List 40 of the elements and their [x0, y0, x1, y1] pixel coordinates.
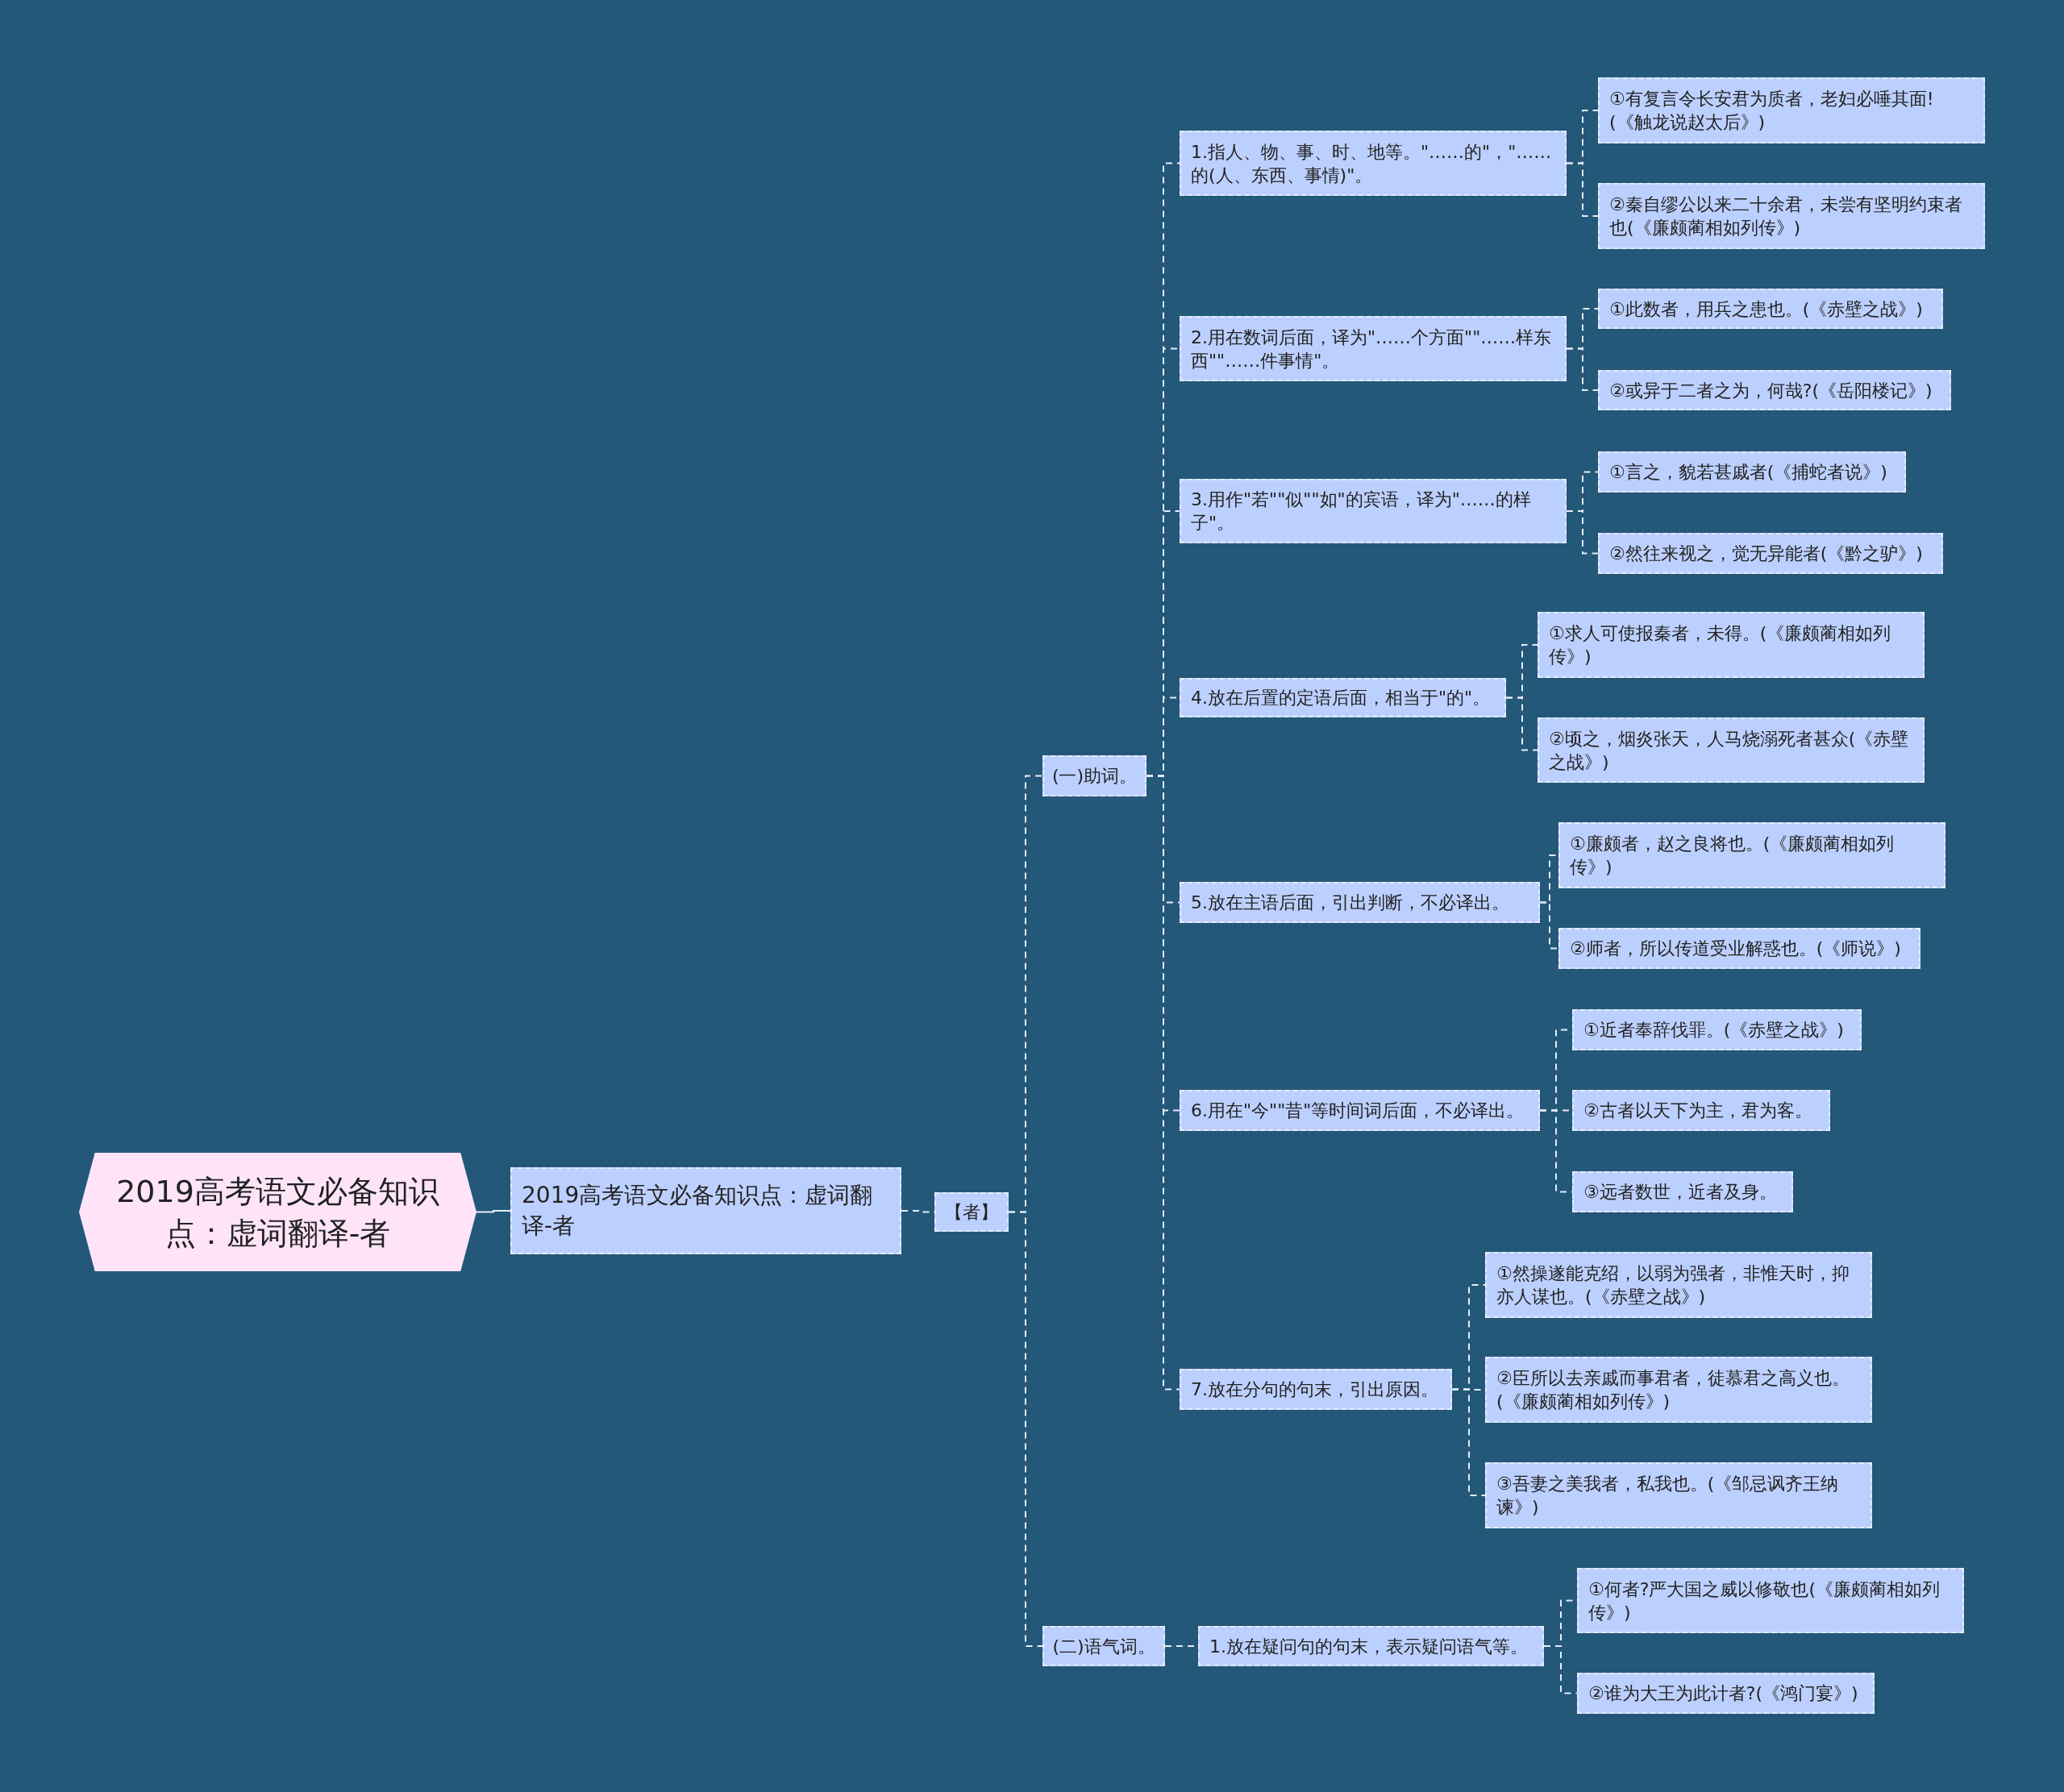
topic-box: 1.放在疑问句的句末，表示疑问语气等。 — [1198, 1626, 1544, 1666]
connector-line — [1566, 162, 1599, 217]
connector-line — [1566, 510, 1599, 555]
topic-box: (二)语气词。 — [1042, 1626, 1165, 1666]
topic-box: ①此数者，用兵之患也。(《赤壁之战》) — [1598, 289, 1943, 329]
topic-box: ①廉颇者，赵之良将也。(《廉颇蔺相如列传》) — [1558, 822, 1945, 888]
topic-box: ①有复言令长安君为质者，老妇必唾其面!(《触龙说赵太后》) — [1598, 77, 1985, 143]
topic-box: ③远者数世，近者及身。 — [1572, 1171, 1793, 1212]
topic-box: ②秦自缪公以来二十余君，未尝有坚明约束者也(《廉颇蔺相如列传》) — [1598, 183, 1985, 249]
topic-box: 5.放在主语后面，引出判断，不必译出。 — [1180, 882, 1540, 923]
connector-line — [1008, 1211, 1043, 1647]
topic-box: ①言之，貌若甚戚者(《捕蛇者说》) — [1598, 451, 1906, 493]
connector-line — [1505, 696, 1538, 751]
connector-line — [1451, 1388, 1486, 1496]
topic-box: 3.用作"若""似""如"的宾语，译为"……的样子"。 — [1180, 479, 1567, 543]
topic-box: ③吾妻之美我者，私我也。(《邹忌讽齐王纳谏》) — [1485, 1462, 1872, 1528]
topic-box: 1.指人、物、事、时、地等。"……的"，"……的(人、东西、事情)"。 — [1180, 131, 1567, 196]
topic-box: 2019高考语文必备知识点：虚词翻译-者 — [510, 1167, 901, 1254]
topic-box: ②谁为大王为此计者?(《鸿门宴》) — [1577, 1673, 1875, 1714]
topic-box: ②然往来视之，觉无异能者(《黔之驴》) — [1598, 533, 1943, 574]
connector-line — [1543, 1645, 1578, 1694]
topic-box: ①然操遂能克绍，以弱为强者，非惟天时，抑亦人谋也。(《赤壁之战》) — [1485, 1252, 1872, 1318]
topic-box: ①求人可使报秦者，未得。(《廉颇蔺相如列传》) — [1538, 612, 1925, 678]
topic-box: 【者】 — [934, 1192, 1009, 1232]
connector-line — [476, 1210, 511, 1213]
connector-line — [1539, 901, 1559, 950]
topic-box: 6.用在"今""昔"等时间词后面，不必译出。 — [1180, 1090, 1540, 1131]
topic-box: (一)助词。 — [1042, 755, 1146, 796]
connector-line — [1566, 347, 1599, 391]
topic-box: ②顷之，烟炎张天，人马烧溺死者甚众(《赤壁之战》) — [1538, 717, 1925, 783]
topic-box: ①何者?严大国之威以修敬也(《廉颇蔺相如列传》) — [1577, 1568, 1964, 1633]
topic-box: ②师者，所以传道受业解惑也。(《师说》) — [1558, 928, 1920, 969]
topic-box: ②臣所以去亲戚而事君者，徒慕君之高义也。(《廉颇蔺相如列传》) — [1485, 1357, 1872, 1423]
topic-box: ②古者以天下为主，君为客。 — [1572, 1090, 1830, 1131]
topic-box: 2.用在数词后面，译为"……个方面""……样东西""……件事情"。 — [1180, 316, 1567, 381]
topic-box: 7.放在分句的句末，引出原因。 — [1180, 1369, 1452, 1410]
topic-box: ②或异于二者之为，何哉?(《岳阳楼记》) — [1598, 370, 1951, 410]
root-topic-box: 2019高考语文必备知识点：虚词翻译-者 — [79, 1153, 476, 1271]
topic-box: 4.放在后置的定语后面，相当于"的"。 — [1180, 678, 1506, 717]
topic-box: ①近者奉辞伐罪。(《赤壁之战》) — [1572, 1009, 1862, 1050]
